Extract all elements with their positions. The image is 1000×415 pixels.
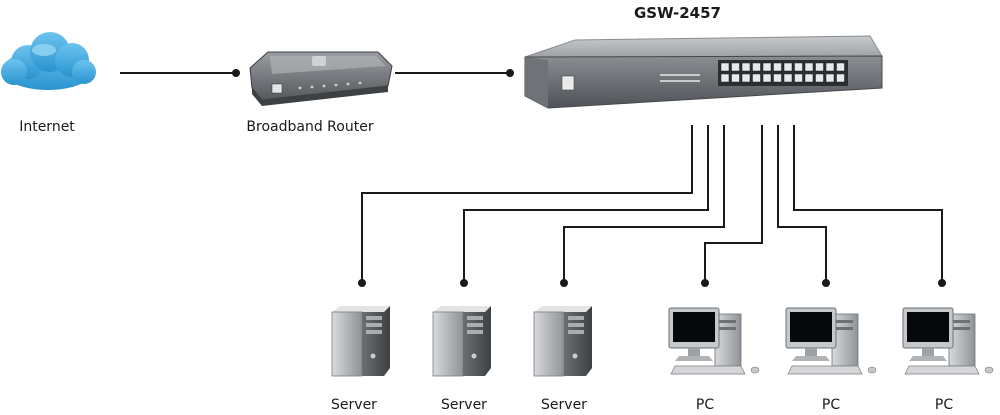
switch-port [773, 73, 782, 83]
link-switch-pc-3 [793, 125, 943, 283]
switch-port [783, 62, 793, 72]
switch-port [783, 73, 793, 83]
switch-port [741, 73, 751, 83]
switch-port [752, 62, 761, 72]
router-label: Broadband Router [246, 119, 374, 135]
internet-label: Internet [19, 119, 75, 135]
dot-server-3 [560, 279, 568, 287]
cloud-icon [1, 32, 96, 90]
switch-port [836, 62, 845, 72]
switch-port [731, 73, 740, 83]
pc-label-2: PC [821, 397, 841, 413]
dot-router-in [232, 69, 240, 77]
switch-port [762, 73, 772, 83]
link-switch-server-2 [463, 125, 709, 283]
server-label-1: Server [331, 397, 377, 413]
switch-port [773, 62, 782, 72]
switch-port [720, 62, 730, 72]
router-icon [249, 51, 393, 106]
switch-port [825, 73, 835, 83]
switch-leds [660, 74, 700, 82]
switch-port [815, 73, 824, 83]
dot-server-2 [460, 279, 468, 287]
link-switch-pc-2 [777, 125, 827, 283]
switch-port [731, 62, 740, 72]
server-label-2: Server [441, 397, 487, 413]
diagram-title: GSW-2457 [634, 4, 721, 22]
switch-port [752, 73, 761, 83]
dot-server-1 [358, 279, 366, 287]
switch-port [804, 62, 814, 72]
pc-label-1: PC [695, 397, 715, 413]
connection-dots [232, 69, 946, 287]
dot-pc-2 [822, 279, 830, 287]
switch-port [720, 73, 730, 83]
desktop-pc-icon [785, 307, 877, 375]
server-label-3: Server [541, 397, 587, 413]
server-tower-icon [331, 306, 390, 377]
dot-switch-in [506, 69, 514, 77]
switch-port [741, 62, 751, 72]
switch-icon [524, 35, 883, 109]
switch-port [762, 62, 772, 72]
switch-port [825, 62, 835, 72]
switch-port [836, 73, 845, 83]
desktop-pc-icon [668, 307, 760, 375]
switch-port [794, 62, 803, 72]
switch-port [804, 73, 814, 83]
link-switch-server-1 [361, 125, 693, 283]
dot-pc-3 [938, 279, 946, 287]
server-tower-icon [533, 306, 592, 377]
dot-pc-1 [701, 279, 709, 287]
server-tower-icon [432, 306, 491, 377]
connection-lines [120, 72, 943, 283]
link-switch-pc-1 [704, 125, 763, 283]
link-switch-server-3 [563, 125, 725, 283]
pc-label-3: PC [934, 397, 954, 413]
switch-port [794, 73, 803, 83]
desktop-pc-icon [902, 307, 994, 375]
switch-port-block [718, 60, 848, 86]
switch-port [815, 62, 824, 72]
